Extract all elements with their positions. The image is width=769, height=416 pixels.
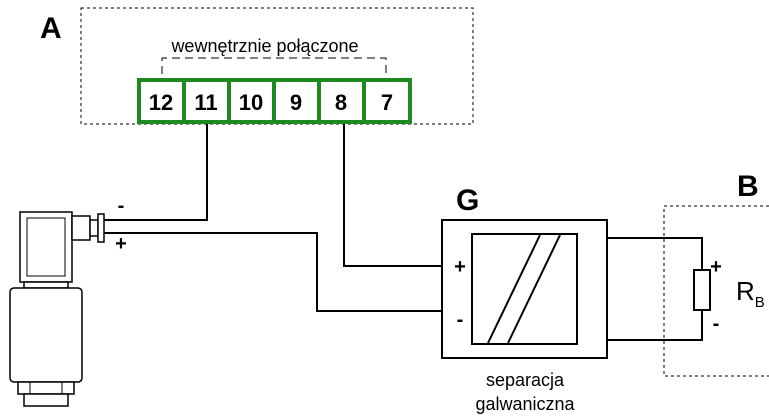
terminal-9 — [276, 82, 317, 120]
terminal-10-label: 10 — [239, 90, 263, 115]
terminal-8-label: 8 — [335, 90, 347, 115]
terminal-12 — [141, 82, 182, 120]
galvanic-isolator-inner — [471, 233, 578, 345]
wire-terminal-11-to-sensor-minus — [104, 124, 208, 221]
block-a-label: A — [40, 12, 62, 45]
sensor-neck — [23, 281, 69, 289]
terminal-10 — [231, 82, 272, 120]
galvanic-separation-label-1: separacja — [486, 370, 565, 390]
terminal-7-label: 7 — [381, 90, 393, 115]
g-input-plus-sign: + — [454, 256, 466, 278]
terminal-12-label: 12 — [149, 90, 173, 115]
sensor-body — [9, 287, 83, 383]
block-g-label: G — [456, 184, 479, 217]
block-b-label: B — [737, 170, 759, 203]
isolation-barrier-line-right — [507, 234, 561, 344]
resistor-label-main: R — [736, 276, 755, 306]
sensor-connector-nut — [89, 219, 99, 237]
sensor-connector — [71, 215, 91, 241]
wires — [104, 124, 703, 341]
g-input-minus-sign: - — [457, 309, 464, 331]
terminal-strip: 12 11 10 9 8 7 — [137, 78, 412, 124]
isolation-barrier-line-left — [487, 234, 541, 344]
wire-terminal-8-to-g-plus — [343, 124, 442, 267]
sensor-plus-sign: + — [115, 233, 127, 255]
sensor-thread — [23, 393, 69, 407]
resistor-label: RB — [736, 276, 765, 311]
galvanic-separation-label-2: galwaniczna — [475, 394, 575, 414]
pressure-sensor — [9, 211, 105, 407]
sensor-hex — [17, 381, 75, 395]
b-minus-sign: - — [713, 313, 720, 335]
wire-sensor-plus-to-g-minus — [104, 232, 442, 312]
terminal-11 — [186, 82, 227, 120]
galvanic-isolator — [441, 219, 608, 359]
load-resistor — [693, 269, 711, 311]
wire-g-to-resistor-top — [607, 237, 703, 270]
internal-connection-bracket — [161, 57, 387, 74]
resistor-label-sub: B — [755, 294, 765, 311]
sensor-connector-cap — [97, 213, 105, 243]
sensor-head-inner — [26, 217, 66, 277]
wire-g-to-resistor-bottom — [607, 310, 703, 341]
sensor-head — [19, 211, 73, 283]
terminal-9-label: 9 — [290, 90, 302, 115]
b-plus-sign: + — [710, 256, 722, 278]
sensor-minus-sign: - — [118, 195, 125, 217]
terminal-8 — [321, 82, 362, 120]
internal-connection-label: wewnętrznie połączone — [170, 36, 358, 56]
terminal-7 — [366, 82, 408, 120]
terminal-11-label: 11 — [194, 90, 217, 115]
